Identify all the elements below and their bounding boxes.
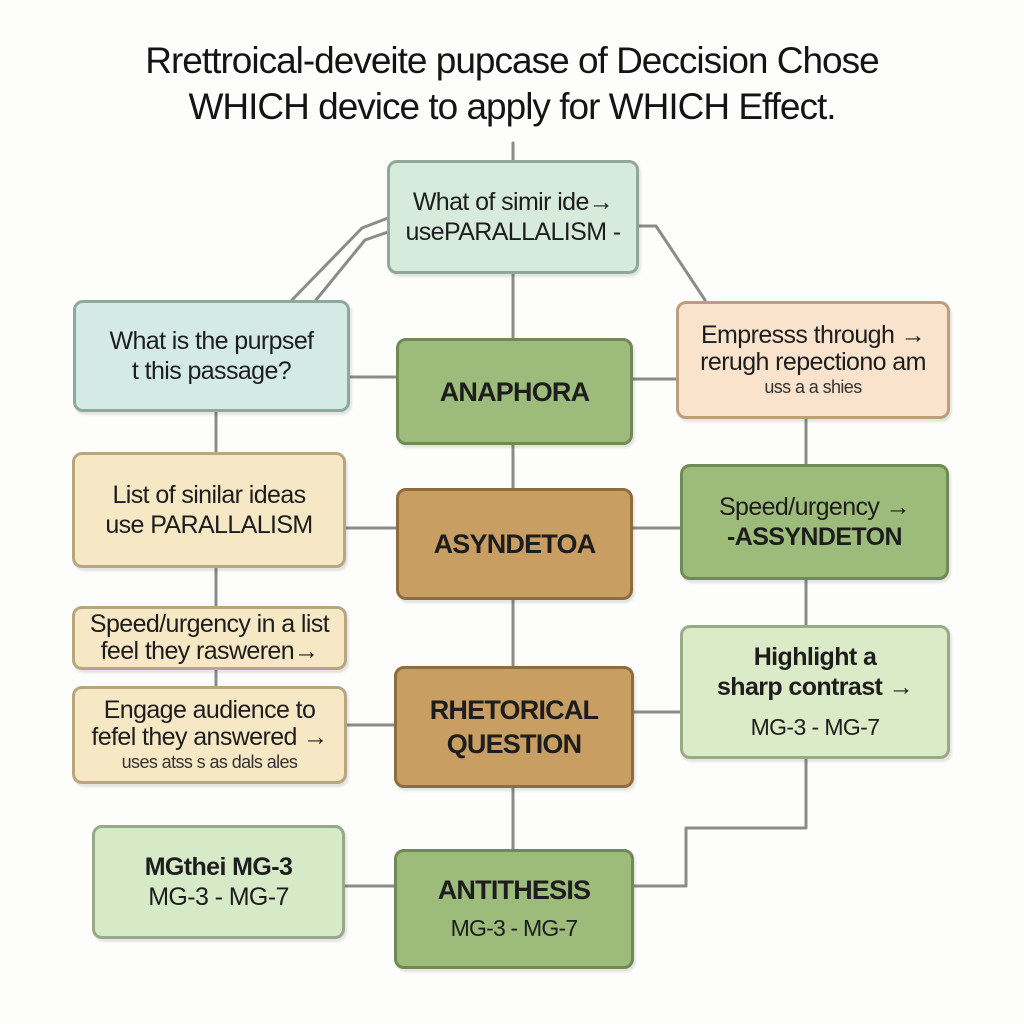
node-mgthei: MGthei MG-3 MG-3 - MG-7 [92, 825, 345, 939]
node-text-line: usePARALLALISM - [405, 218, 621, 246]
node-anaphora: ANAPHORA [396, 338, 633, 445]
node-text-line: sharp contrast → [716, 673, 914, 701]
node-text-line: Engage audience to [103, 696, 316, 724]
node-text-line: MG-3 - MG-7 [750, 714, 880, 740]
node-speed-in-list: Speed/urgency in a list feel they raswer… [72, 606, 347, 670]
title-line-2: WHICH device to apply for WHICH Effect. [188, 86, 836, 127]
node-asyndetoa: ASYNDETOA [396, 488, 633, 600]
node-text-line: What of simir ide→ [412, 188, 614, 216]
diagram-title: Rrettroical-deveite pupcase of Deccision… [0, 38, 1024, 130]
node-rhetorical-question: RHETORICAL QUESTION [394, 666, 634, 788]
node-text-line: What is the purpsef [109, 327, 315, 355]
node-emphasis-repetition: Empresss through → rerugh repectiono am … [676, 301, 950, 419]
node-text-line: Highlight a [753, 643, 877, 671]
node-text-line: MGthei MG-3 [144, 853, 293, 881]
node-text-line: ASYNDETOA [433, 529, 597, 559]
node-purpose-question: What is the purpsef t this passage? [73, 300, 350, 412]
node-top-question: What of simir ide→ usePARALLALISM - [387, 160, 639, 274]
node-text-line: MG-3 - MG-7 [148, 883, 289, 911]
node-text-line: RHETORICAL [429, 695, 599, 725]
node-text-line: ANTITHESIS [437, 875, 591, 905]
node-text-line: use PARALLALISM [105, 511, 313, 539]
node-text-line: Speed/urgency → [718, 493, 911, 521]
node-antithesis: ANTITHESIS MG-3 - MG-7 [394, 849, 634, 969]
node-text-line: ANAPHORA [439, 376, 590, 407]
node-text-line: rerugh repectiono am [700, 348, 926, 376]
title-line-1: Rrettroical-deveite pupcase of Deccision… [145, 40, 879, 81]
node-text-line: t this passage? [131, 357, 292, 385]
node-engage-audience: Engage audience to fefel they answered →… [72, 686, 347, 784]
node-text-line: List of sinilar ideas [112, 481, 306, 509]
node-sharp-contrast: Highlight a sharp contrast → MG-3 - MG-7 [680, 625, 950, 759]
node-text-line: Speed/urgency in a list [89, 610, 330, 638]
node-text-line: fefel they answered → [91, 723, 328, 751]
node-text-line: -ASSYNDETON [727, 523, 903, 551]
node-text-line: QUESTION [446, 729, 582, 759]
node-text-line: feel they rasweren→ [100, 637, 319, 665]
node-text-line: Empresss through → [700, 321, 926, 349]
node-text-line: uss a a shies [764, 377, 862, 397]
node-list-similar-ideas: List of sinilar ideas use PARALLALISM [72, 452, 346, 568]
node-speed-asyndeton: Speed/urgency → -ASSYNDETON [680, 464, 949, 580]
node-text-line: uses atss s as dals ales [121, 752, 298, 772]
node-text-line: MG-3 - MG-7 [450, 915, 578, 941]
